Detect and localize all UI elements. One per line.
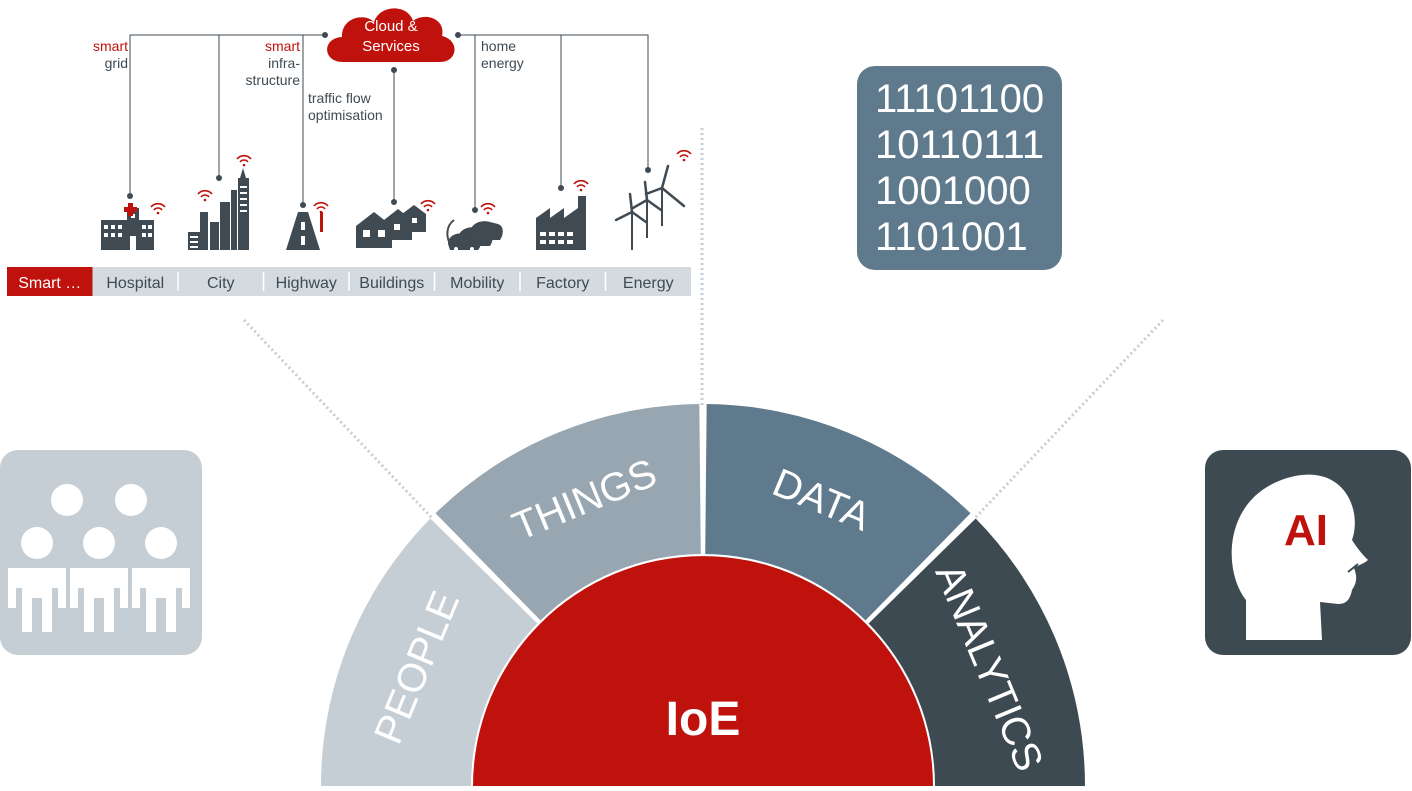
cloud-label-line1: Cloud & <box>364 18 417 35</box>
cloud-connectors <box>129 34 649 210</box>
category-highway: Highway <box>276 275 337 292</box>
annotation-smart-grid-red: smart <box>93 38 128 54</box>
category-factory: Factory <box>536 275 589 292</box>
category-active-highlight <box>7 267 93 296</box>
houses-icon <box>356 205 426 248</box>
annotation-smart-infra-red: smart <box>265 38 300 54</box>
ioe-core <box>473 556 933 786</box>
dotted-line-ai <box>973 318 1165 520</box>
binary-line: 10110111 <box>875 123 1044 167</box>
ai-head-icon <box>1231 474 1368 640</box>
wifi-signal-icons <box>150 149 692 215</box>
category-hospital: Hospital <box>106 275 164 292</box>
hospital-icon <box>101 203 154 250</box>
ai-label: AI <box>1284 506 1328 555</box>
electric-cars-icon <box>446 219 503 251</box>
category-bar: Smart … Hospital City Highway Buildings Mobil… <box>7 267 674 296</box>
category-city: City <box>207 275 235 292</box>
annotation-home-energy-line2: energy <box>481 55 524 71</box>
cloud-icon: Cloud & Services <box>327 8 455 62</box>
city-skyline-icon <box>188 168 249 250</box>
annotation-traffic-line2: optimisation <box>308 107 383 123</box>
ioe-segments <box>321 404 1085 786</box>
annotation-traffic-line1: traffic flow <box>308 90 372 106</box>
annotation-smart-grid-rest: grid <box>105 55 128 71</box>
people-group-icon <box>0 450 202 655</box>
ioe-center-label: IoE <box>666 693 741 746</box>
binary-line: 1001000 <box>875 169 1031 213</box>
category-energy: Energy <box>623 275 674 292</box>
annotation-smart-infra-line2: infra- <box>268 55 300 71</box>
highway-road-icon <box>286 212 323 250</box>
factory-icon <box>536 196 586 250</box>
smart-city-panel: Cloud & Services smart grid smart infra-… <box>7 8 692 296</box>
segment-things <box>435 404 701 621</box>
category-mobility: Mobility <box>450 275 504 292</box>
dotted-line-people <box>242 318 434 520</box>
category-smart: Smart … <box>18 275 81 292</box>
binary-line: 1101001 <box>875 215 1028 259</box>
ai-head-card: AI <box>1205 450 1411 655</box>
dotted-connectors <box>242 128 1165 520</box>
annotation-home-energy-line1: home <box>481 38 516 54</box>
segment-analytics <box>868 518 1085 786</box>
segment-data <box>705 404 971 621</box>
category-buildings: Buildings <box>359 275 424 292</box>
binary-line: 11101100 <box>875 77 1044 121</box>
annotation-smart-infra-line3: structure <box>246 72 301 88</box>
cloud-label-line2: Services <box>362 38 420 55</box>
segment-people <box>321 518 538 786</box>
wind-turbines-icon <box>614 164 686 250</box>
